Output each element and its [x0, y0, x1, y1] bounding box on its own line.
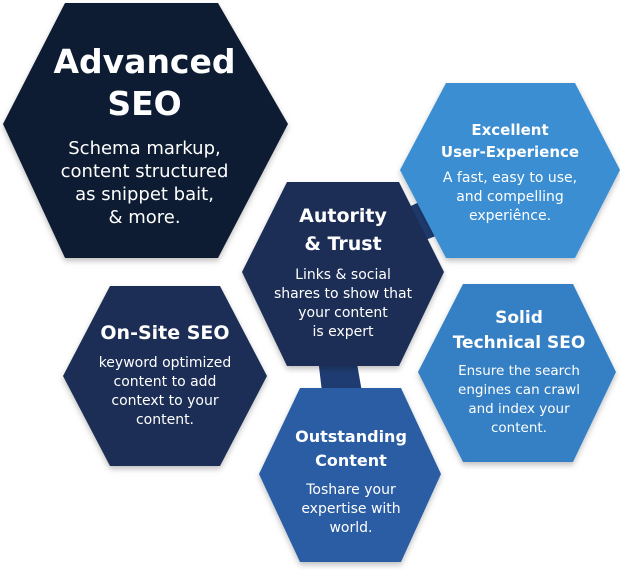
hex-description: Toshare your expertise with world.: [301, 481, 400, 538]
title-line: Technical SEO: [452, 333, 586, 353]
title-line: Content: [315, 450, 387, 470]
title-line: Autority: [299, 205, 387, 227]
hex-description: Links & social shares to show that your …: [274, 266, 412, 342]
body-line: your content: [298, 305, 388, 321]
hex-authority-trust-shape: [242, 182, 444, 366]
body-line: engines can crawl: [458, 382, 580, 398]
body-line: Ensure the search: [458, 363, 580, 379]
hex-title: Autority & Trust: [299, 202, 387, 258]
hex-title: On-Site SEO: [100, 320, 229, 346]
body-line: keyword optimized: [98, 355, 232, 371]
body-line: as snippet bait,: [75, 184, 214, 205]
hex-technical-seo-shape: [418, 284, 616, 462]
title-line: Outstanding: [295, 426, 407, 446]
body-line: Toshare your: [306, 481, 396, 498]
hex-authority-trust: Autority & Trust Links & social shares t…: [255, 190, 431, 354]
hex-description: keyword optimized content to add context…: [99, 354, 232, 430]
body-line: Schema markup,: [68, 138, 221, 159]
body-line: is expert: [312, 324, 374, 340]
hex-user-experience-shape: [400, 83, 620, 258]
body-line: & more.: [108, 207, 181, 228]
hex-advanced-seo: Advanced SEO Schema markup, content stru…: [22, 30, 267, 240]
body-line: A fast, easy to use,: [442, 169, 578, 186]
title-line: Solid: [495, 308, 543, 328]
body-line: Links & social: [295, 267, 391, 283]
hex-on-site-seo: On-Site SEO keyword optimized content to…: [75, 300, 255, 450]
title-line: & Trust: [304, 233, 382, 255]
body-line: and compelling: [456, 188, 564, 205]
title-line: User-Experience: [440, 142, 580, 161]
body-line: experiênce.: [468, 207, 552, 224]
hex-description: Schema markup, content structured as sni…: [61, 137, 229, 229]
body-line: content structured: [60, 161, 229, 182]
hex-title: Outstanding Content: [295, 425, 407, 473]
body-line: content.: [135, 412, 195, 428]
body-line: context to your: [111, 393, 219, 409]
body-line: content to add: [113, 374, 217, 390]
connector-authority-content: [318, 358, 362, 392]
body-line: world.: [329, 519, 373, 536]
hex-technical-seo: Solid Technical SEO Ensure the search en…: [430, 296, 608, 448]
hex-description: Ensure the search engines can crawl and …: [458, 362, 580, 438]
hex-title: Advanced SEO: [54, 41, 236, 125]
hex-outstanding-content: Outstanding Content Toshare your experti…: [270, 408, 432, 554]
hex-title: Solid Technical SEO: [453, 306, 586, 356]
body-line: content.: [491, 420, 547, 436]
hex-title: Excellent User-Experience: [441, 119, 579, 163]
hex-user-experience: Excellent User-Experience A fast, easy t…: [420, 108, 600, 236]
hex-outstanding-content-shape: [259, 388, 441, 562]
title-line: SEO: [107, 84, 182, 123]
body-line: and index your: [468, 401, 570, 417]
title-line: On-Site SEO: [100, 322, 230, 344]
title-line: Advanced: [53, 42, 236, 81]
body-line: shares to show that: [273, 286, 413, 302]
hex-advanced-seo-shape: [3, 3, 288, 258]
body-line: expertise with: [301, 500, 401, 517]
title-line: Excellent: [471, 120, 549, 139]
hex-description: A fast, easy to use, and compelling expe…: [443, 169, 577, 226]
hex-on-site-seo-shape: [63, 286, 267, 466]
